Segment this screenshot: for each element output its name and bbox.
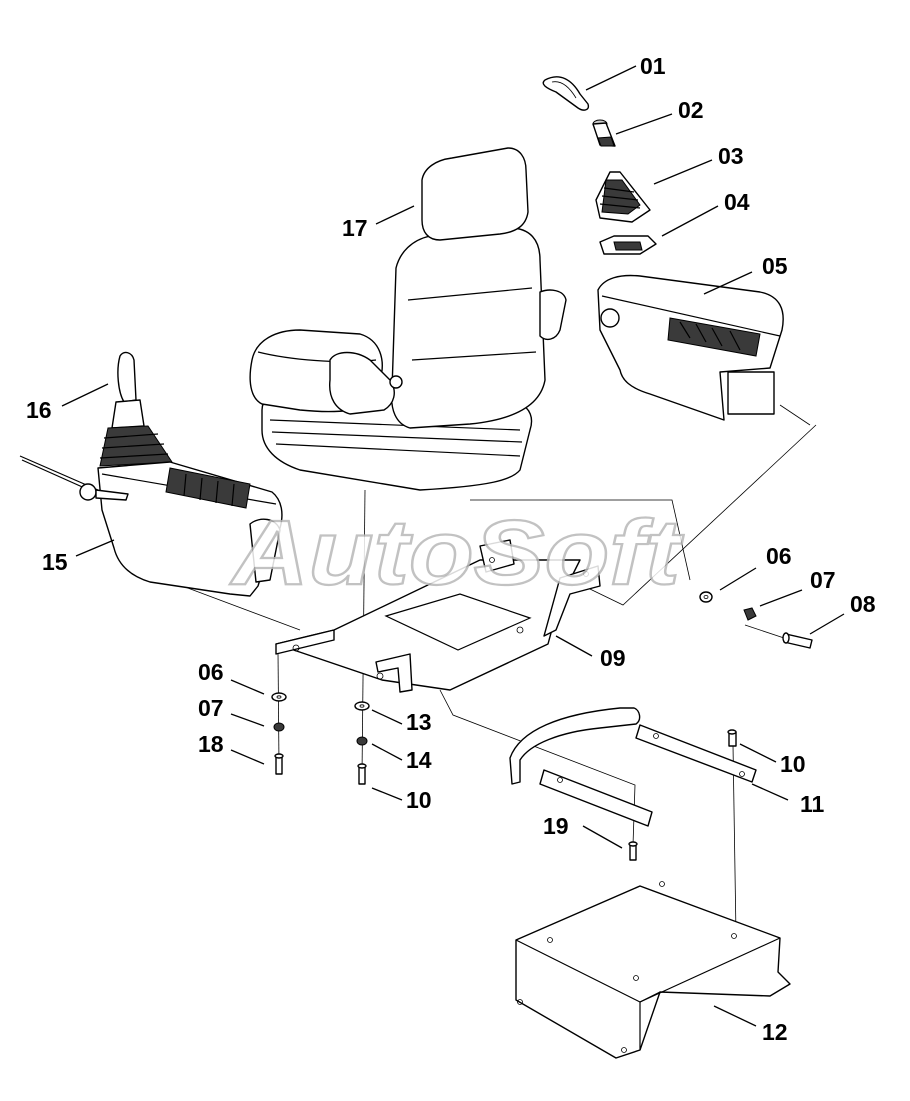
part-01-joystick-grip xyxy=(542,76,590,111)
part-16-left-joystick xyxy=(99,351,173,467)
part-label-06-right: 06 xyxy=(766,543,792,569)
part-label-07-left: 07 xyxy=(198,695,224,721)
leader-lines xyxy=(61,65,845,1027)
part-label-14: 14 xyxy=(406,747,432,773)
part-12-seat-base xyxy=(515,881,791,1059)
part-label-19: 19 xyxy=(543,813,569,839)
part-label-03: 03 xyxy=(718,143,744,169)
part-label-17: 17 xyxy=(342,215,368,241)
part-label-09: 09 xyxy=(600,645,626,671)
part-labels: 01 02 03 04 05 06 07 08 09 06 07 18 13 1… xyxy=(26,53,876,1045)
part-label-10-right: 10 xyxy=(780,751,806,777)
hardware-06-07-18-left xyxy=(271,692,287,775)
part-label-13: 13 xyxy=(406,709,432,735)
hardware-06-07-08-right xyxy=(699,591,813,649)
part-label-01: 01 xyxy=(640,53,666,79)
part-label-11: 11 xyxy=(800,791,825,817)
part-label-07-right: 07 xyxy=(810,567,836,593)
part-label-12: 12 xyxy=(762,1019,788,1045)
part-label-10-center: 10 xyxy=(406,787,432,813)
part-label-06-left: 06 xyxy=(198,659,224,685)
part-09-mounting-bracket xyxy=(275,539,601,693)
part-label-04: 04 xyxy=(724,189,750,215)
part-label-05: 05 xyxy=(762,253,788,279)
part-04-boot-plate xyxy=(599,235,657,255)
part-02-grip-adapter xyxy=(592,119,616,147)
part-15-left-console xyxy=(19,455,283,597)
part-03-rubber-boot xyxy=(595,171,651,223)
part-05-right-console xyxy=(597,274,784,421)
part-label-15: 15 xyxy=(42,549,68,575)
part-label-16: 16 xyxy=(26,397,52,423)
part-11-slide-rails xyxy=(509,707,757,861)
hardware-13-14-10-center xyxy=(354,701,370,785)
part-label-02: 02 xyxy=(678,97,704,123)
part-label-08: 08 xyxy=(850,591,876,617)
watermark-text: AutoSoft xyxy=(230,502,684,604)
part-label-18: 18 xyxy=(198,731,224,757)
part-17-operator-seat xyxy=(249,147,567,491)
